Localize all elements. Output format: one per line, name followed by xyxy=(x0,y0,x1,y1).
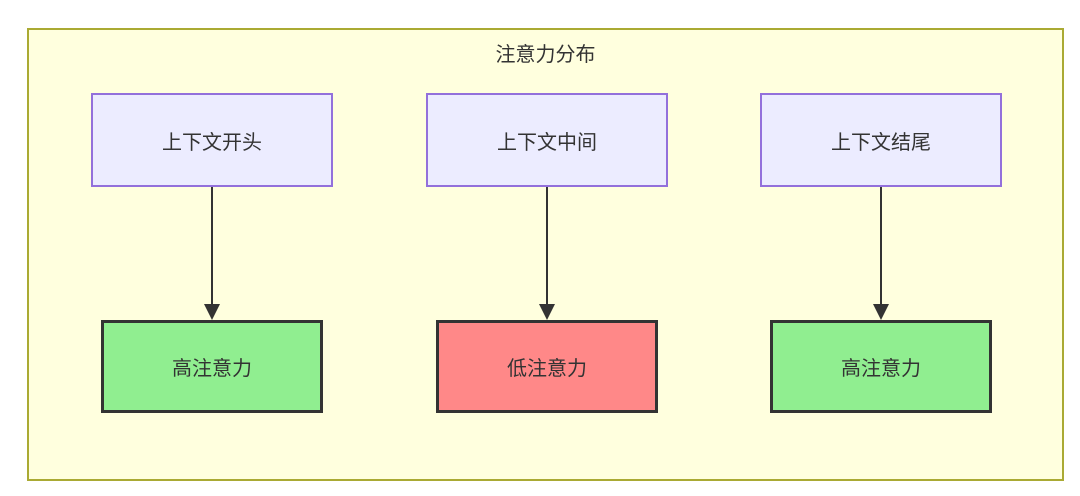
node-high-attention-left-label: 高注意力 xyxy=(172,358,252,380)
node-high-attention-right: 高注意力 xyxy=(770,320,992,413)
column-context-middle: 上下文中间 低注意力 xyxy=(424,93,670,413)
arrow-down-icon xyxy=(873,187,889,320)
node-high-attention-left: 高注意力 xyxy=(101,320,323,413)
diagram-title: 注意力分布 xyxy=(495,44,596,66)
node-context-start: 上下文开头 xyxy=(91,93,333,187)
attention-distribution-subgraph: 注意力分布 上下文开头 高注意力 上下文中间 低注意力 上下文结尾 xyxy=(27,28,1064,481)
node-low-attention: 低注意力 xyxy=(436,320,658,413)
node-context-middle: 上下文中间 xyxy=(426,93,668,187)
node-context-end: 上下文结尾 xyxy=(760,93,1002,187)
arrow-down-icon xyxy=(204,187,220,320)
node-context-end-label: 上下文结尾 xyxy=(831,131,931,154)
node-high-attention-right-label: 高注意力 xyxy=(841,358,921,380)
node-context-middle-label: 上下文中间 xyxy=(497,131,597,154)
arrow-down-icon xyxy=(539,187,555,320)
node-low-attention-label: 低注意力 xyxy=(507,358,587,380)
column-context-start: 上下文开头 高注意力 xyxy=(89,93,335,413)
column-context-end: 上下文结尾 高注意力 xyxy=(758,93,1004,413)
node-context-start-label: 上下文开头 xyxy=(162,131,262,154)
